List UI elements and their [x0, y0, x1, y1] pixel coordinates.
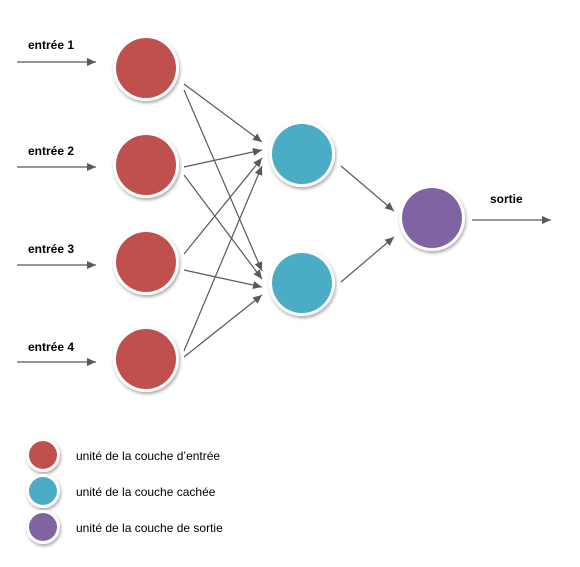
- legend-swatch-output: [26, 510, 60, 544]
- input-unit-4: [113, 326, 179, 392]
- input-label-1: entrée 1: [28, 38, 75, 52]
- input-label-3: entrée 3: [28, 242, 75, 256]
- output-unit: [399, 185, 465, 251]
- edge-h2-out: [340, 236, 395, 283]
- edge-in2-h1: [183, 148, 263, 168]
- input-unit-1: [113, 35, 179, 101]
- output-label: sortie: [490, 192, 523, 206]
- edge-in4-h2: [183, 294, 263, 358]
- edge-in1-h2: [183, 89, 263, 272]
- legend-label-input: unité de la couche d’entrée: [76, 449, 221, 463]
- edge-in2-h2: [183, 174, 263, 280]
- edge-in3-h1: [183, 157, 263, 255]
- edge-in1-h1: [183, 83, 263, 143]
- legend-label-hidden: unité de la couche cachée: [76, 485, 216, 499]
- connections: [17, 58, 551, 366]
- edge-in3-h2: [183, 269, 263, 289]
- input-unit-3: [113, 229, 179, 295]
- input-label-4: entrée 4: [28, 340, 75, 354]
- legend-label-output: unité de la couche de sortie: [76, 521, 223, 535]
- hidden-unit-2: [269, 250, 335, 316]
- legend-swatch-hidden: [26, 474, 60, 508]
- legend-swatch-input: [26, 438, 60, 472]
- hidden-unit-1: [269, 121, 335, 187]
- input-unit-2: [113, 132, 179, 198]
- input-label-2: entrée 2: [28, 144, 75, 158]
- edge-in4-h1: [183, 165, 263, 352]
- units: [26, 35, 465, 544]
- edge-h1-out: [340, 165, 395, 212]
